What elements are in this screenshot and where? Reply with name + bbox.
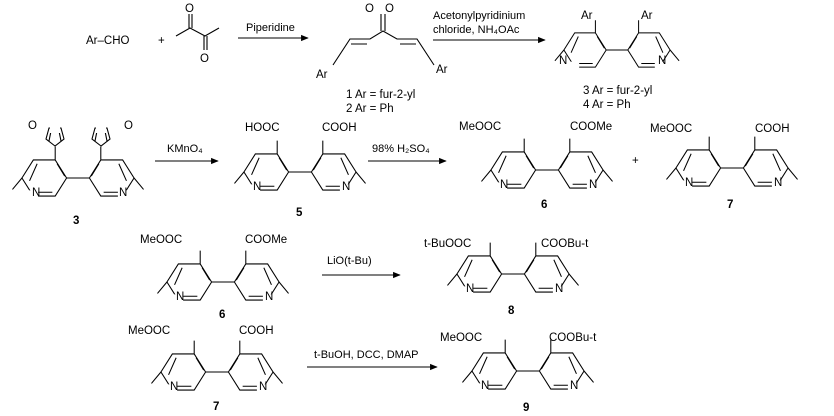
n-label: N [342,181,350,193]
ester-label: MeOOC [440,332,482,344]
reaction3: O O N N 3 KMnO₄ HOOC COOH N N 5 [11,120,367,227]
dienone-structure [332,14,435,66]
reaction2: Acetonylpyridinium chloride, NH₄OAc N N … [433,10,680,111]
ester-label: t-BuOOC [424,238,471,250]
esterification-condition: t-BuOH, DCC, DMAP [314,349,419,361]
compound-3-number: 3 [73,215,79,227]
n-label: N [119,187,127,199]
o-label: O [124,120,133,132]
ester-label: MeOOC [459,121,501,133]
compound-6-number: 6 [219,309,225,321]
carboxyl-label: COOH [322,122,357,134]
condition-line-2: chloride, NH₄OAc [433,24,520,36]
sulfuric-acid-condition: 98% H₂SO₄ [372,143,430,155]
n-label: N [259,381,267,393]
ar-label: Ar [436,64,448,76]
compound-7-number: 7 [213,401,219,413]
n-label: N [685,177,693,189]
compound-1-label: 1 Ar = fur-2-yl [346,89,415,101]
condition-line-1: Acetonylpyridinium [433,10,525,22]
n-label: N [170,381,178,393]
furan-ring [45,121,65,147]
ar-label: Ar [316,69,328,81]
carboxyl-label: COOH [755,123,790,135]
plus-sign: + [632,155,639,167]
compound-9-number: 9 [523,402,529,414]
plus-sign: + [158,35,165,47]
lithium-tert-butoxide-condition: LiO(t-Bu) [327,255,372,267]
n-label: N [500,179,508,191]
n-label: N [559,55,567,67]
n-label: N [555,283,563,295]
furan-ring [91,121,111,147]
n-label: N [481,380,489,392]
compound-4-label: 4 Ar = Ph [583,99,631,111]
ester-label: MeOOC [140,234,182,246]
carboxyl-label: HOOC [245,122,280,134]
kmno4-condition: KMnO₄ [167,143,203,155]
n-label: N [466,283,474,295]
butanedione-structure [175,14,220,50]
ester-label: COOBu-t [541,238,589,250]
compound-8-number: 8 [508,305,515,317]
o-label: O [28,120,37,132]
carboxyl-label: COOH [239,325,274,337]
compound-6-number: 6 [541,199,547,211]
n-label: N [265,291,273,303]
n-label: N [658,55,666,67]
n-label: N [589,179,597,191]
reaction4: 98% H₂SO₄ MeOOC COOMe N N 6 + MeOOC COOH… [368,121,799,211]
ester-label: MeOOC [128,325,170,337]
compound-7-number: 7 [727,199,733,211]
n-label: N [32,187,40,199]
reaction5: MeOOC COOMe N N 6 LiO(t-Bu) t-BuOOC COOB… [140,234,589,321]
ester-label: MeOOC [650,123,692,135]
n-label: N [176,291,184,303]
n-label: N [774,177,782,189]
n-label: N [253,181,261,193]
piperidine-condition: Piperidine [246,22,295,34]
ester-label: COOMe [245,234,287,246]
compound-3-label: 3 Ar = fur-2-yl [583,85,652,97]
n-label: N [570,380,578,392]
reaction6: MeOOC COOH N N 7 t-BuOH, DCC, DMAP MeOOC… [128,325,597,414]
o-label: O [185,3,194,15]
o-label: O [385,3,394,15]
aldehyde-label: Ar–CHO [86,35,130,47]
compound-2-label: 2 Ar = Ph [346,103,394,115]
compound-5-number: 5 [296,207,303,219]
ar-label: Ar [641,10,653,22]
ester-label: COOMe [570,121,612,133]
ester-label: COOBu-t [549,332,597,344]
o-label: O [200,53,209,65]
reaction1: Ar–CHO + O O Piperidine O O Ar Ar 1 Ar =… [86,3,448,115]
ar-label: Ar [581,10,593,22]
o-label: O [365,3,374,15]
